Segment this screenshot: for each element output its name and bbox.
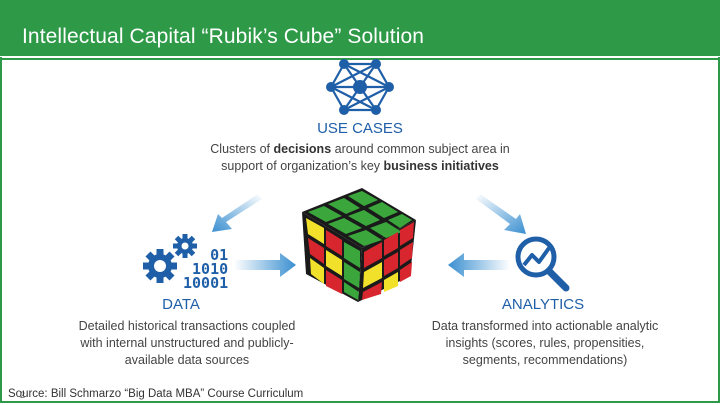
binary-digits: 01 1010 10001 [183,246,229,292]
source-citation: Source: Bill Schmarzo “Big Data MBA” Cou… [8,388,304,400]
description-line: with internal unstructured and publicly- [80,336,294,350]
binary-row: 1010 [192,260,229,278]
description-line: segments, recommendations) [462,353,628,367]
title-bar: Intellectual Capital “Rubik’s Cube” Solu… [0,0,720,60]
arrow-data-to-cube [234,253,296,277]
analytics-description: Data transformed into actionable analyti… [404,318,686,369]
binary-row: 01 [210,246,229,264]
description-line: Data transformed into actionable analyti… [431,319,659,333]
magnifier-chart-icon [515,236,570,292]
binary-row: 10001 [183,274,229,292]
data-description: Detailed historical transactions coupled… [52,318,322,369]
use-cases-heading: USE CASES [317,120,403,137]
arrow-usecases-to-data [212,194,262,232]
use-cases-description: Clusters of decisions around common subj… [210,142,510,173]
description-line: available data sources [124,353,250,367]
gears-icon [143,234,197,283]
description-line: insights (scores, rules, propensities, [445,336,645,350]
arrow-usecases-to-analytics [476,194,526,234]
arrow-analytics-to-cube [448,253,510,277]
page-number: 2 [20,390,26,400]
rubiks-cube-icon [302,188,416,302]
data-heading: DATA [162,296,200,313]
description-line: Detailed historical transactions coupled [78,319,296,333]
network-hub-icon [326,59,394,115]
slide-title: Intellectual Capital “Rubik’s Cube” Solu… [22,25,425,48]
analytics-heading: ANALYTICS [501,296,585,313]
